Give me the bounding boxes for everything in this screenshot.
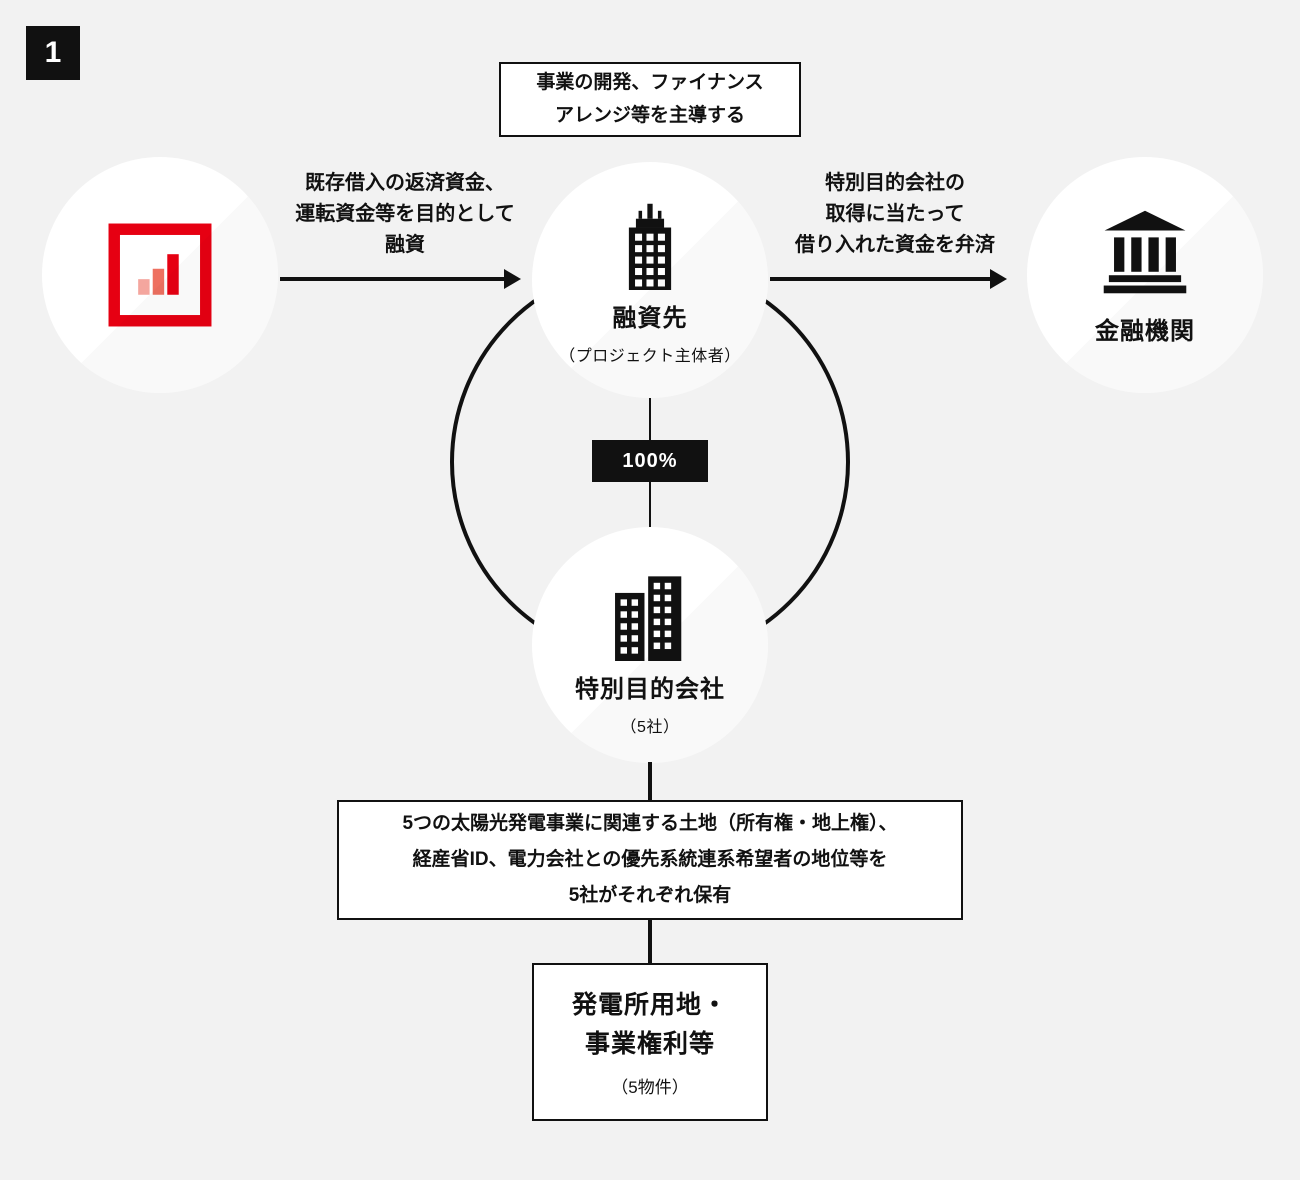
spc-assetnote-connector (648, 762, 652, 802)
asset-description-note: 5つの太陽光発電事業に関連する土地（所有権・地上権）、 経産省ID、電力会社との… (337, 800, 963, 920)
flow-line: 運転資金等を目的として (295, 203, 515, 225)
repayment-arrowhead-icon (990, 269, 1007, 289)
note-line: 5つの太陽光発電事業に関連する土地（所有権・地上権）、 (402, 812, 898, 834)
lender-title: 融資先 (612, 305, 688, 332)
lender-role-note: 事業の開発、ファイナンス アレンジ等を主導する (499, 62, 801, 137)
assetnote-assetbox-connector (648, 920, 652, 963)
loan-arrowhead-icon (504, 269, 521, 289)
spc-subtitle: （5社） (620, 719, 680, 736)
flow-line: 融資 (385, 234, 425, 256)
office-building-icon (606, 202, 694, 290)
originator-node (42, 157, 278, 393)
asset-title: 発電所用地・ (571, 990, 728, 1019)
lender-spc-connector-upper (649, 398, 651, 440)
note-line: 事業の開発、ファイナンス (536, 72, 764, 94)
twin-buildings-icon (604, 569, 696, 661)
asset-node: 発電所用地・ 事業権利等 （5物件） (532, 963, 768, 1121)
flow-line: 借り入れた資金を弁済 (795, 234, 995, 256)
figure-number-badge: 1 (26, 26, 80, 80)
lender-subtitle: （プロジェクト主体者） (559, 348, 741, 365)
spc-title: 特別目的会社 (575, 676, 725, 703)
flow-line: 取得に当たって (825, 203, 965, 225)
spc-node: 特別目的会社 （5社） (532, 527, 768, 763)
loan-arrow-line (280, 277, 506, 281)
ownership-percentage-badge: 100% (592, 440, 708, 482)
repayment-flow-label: 特別目的会社の 取得に当たって 借り入れた資金を弁済 (752, 168, 1038, 261)
note-line: 経産省ID、電力会社との優先系統連系希望者の地位等を (412, 848, 888, 870)
note-line: 5社がそれぞれ保有 (568, 885, 732, 907)
loan-flow-label: 既存借入の返済資金、 運転資金等を目的として 融資 (262, 168, 548, 261)
bank-building-icon (1102, 209, 1188, 295)
repayment-arrow-line (770, 277, 992, 281)
bank-title: 金融機関 (1095, 318, 1195, 345)
note-line: アレンジ等を主導する (554, 104, 745, 126)
asset-subtitle: （5物件） (611, 1078, 689, 1098)
lender-spc-connector-lower (649, 482, 651, 528)
lender-node: 融資先 （プロジェクト主体者） (532, 162, 768, 398)
flow-line: 既存借入の返済資金、 (305, 172, 505, 194)
red-bar-chart-logo-icon (108, 223, 212, 327)
asset-title: 事業権利等 (584, 1029, 715, 1058)
flow-line: 特別目的会社の (825, 172, 965, 194)
bank-node: 金融機関 (1027, 157, 1263, 393)
